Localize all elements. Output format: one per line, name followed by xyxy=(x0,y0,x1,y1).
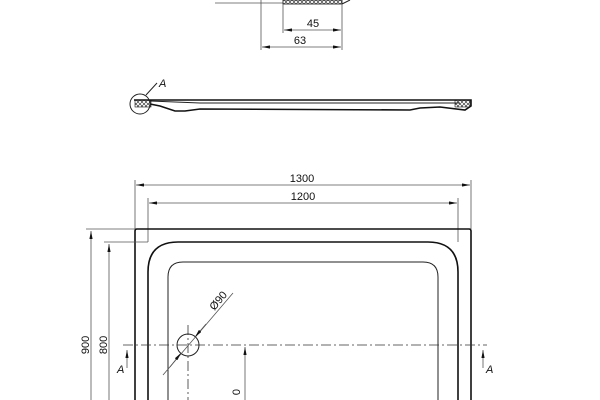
tray-floor xyxy=(167,261,439,400)
detail-label: A xyxy=(158,78,166,90)
dim-label-900: 900 xyxy=(80,336,92,354)
section-marker-left: A xyxy=(116,364,124,376)
dim-label-800: 800 xyxy=(98,336,110,354)
dim-label-45: 45 xyxy=(307,18,319,30)
dim-label-1300: 1300 xyxy=(290,173,314,185)
drain-hole xyxy=(176,333,200,357)
tray-basin xyxy=(147,241,459,400)
section-marker-right: A xyxy=(485,364,493,376)
detail-circle xyxy=(129,93,151,115)
dim-label-1200: 1200 xyxy=(291,191,315,203)
tray-outline xyxy=(134,228,472,400)
plan-view: 1300 1200 900 800 Ø90 0 A A xyxy=(80,173,493,400)
detail-view: 45 63 xyxy=(215,0,351,50)
drain-offset-label: 0 xyxy=(231,389,243,395)
dim-label-63: 63 xyxy=(294,35,306,47)
side-view: A xyxy=(129,78,472,115)
